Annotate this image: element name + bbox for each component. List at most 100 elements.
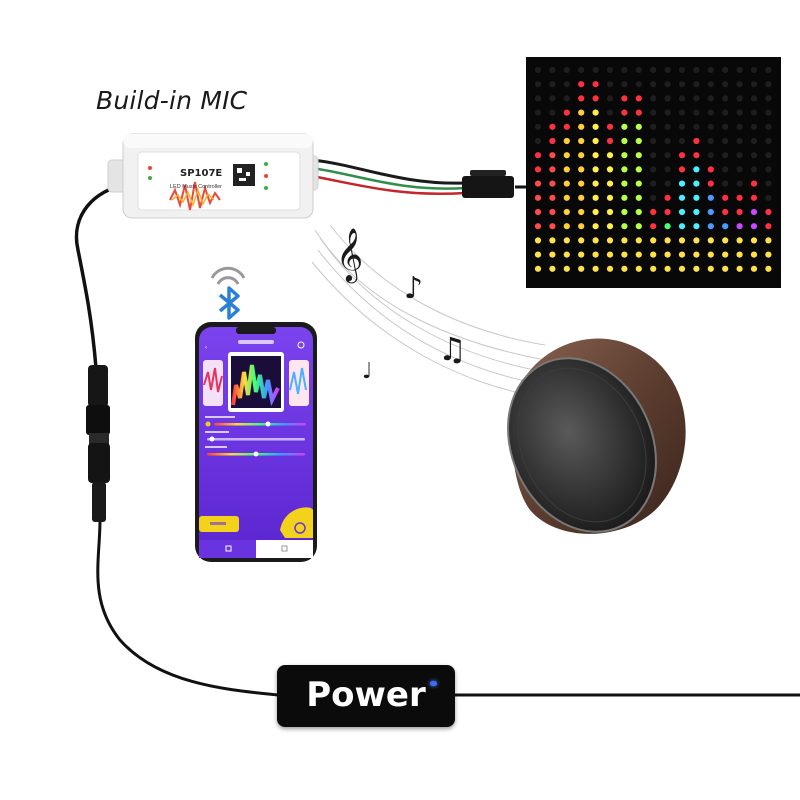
led-dot <box>549 152 556 159</box>
led-dot <box>592 208 599 216</box>
led-dot <box>664 123 671 130</box>
smartphone: ‹ <box>195 322 317 562</box>
led-dot <box>563 223 570 230</box>
led-dot <box>563 208 570 216</box>
led-dot <box>578 208 585 216</box>
led-dot <box>621 123 628 130</box>
led-dot <box>650 152 657 159</box>
led-dot <box>678 152 686 159</box>
led-dot <box>592 152 599 159</box>
led-dot <box>664 265 671 272</box>
led-dot <box>736 208 743 216</box>
led-dot <box>707 66 714 74</box>
led-dot <box>578 194 585 201</box>
led-dot <box>750 237 758 244</box>
led-dot <box>650 166 657 173</box>
led-dot <box>534 109 542 116</box>
led-dot <box>750 166 758 173</box>
led-dot <box>765 66 772 74</box>
led-dot <box>606 208 614 216</box>
led-dot <box>563 123 570 130</box>
led-dot <box>549 237 556 244</box>
led-dot <box>534 81 542 88</box>
led-dot <box>650 208 657 216</box>
led-dot <box>707 194 714 201</box>
led-dot <box>549 194 556 201</box>
led-dot <box>621 109 628 116</box>
led-dot <box>606 109 614 116</box>
led-dot <box>621 223 628 230</box>
led-dot <box>664 251 671 258</box>
led-dot <box>606 123 614 130</box>
led-dot <box>606 237 614 244</box>
led-dot <box>606 251 614 258</box>
led-dot <box>765 180 772 187</box>
led-dot <box>621 251 628 258</box>
led-dot <box>578 109 585 116</box>
led-connector <box>462 170 530 198</box>
svg-text:♩: ♩ <box>362 359 372 384</box>
controller-waveform <box>169 181 221 211</box>
led-dot <box>722 251 729 258</box>
led-dot <box>592 237 599 244</box>
led-dot <box>635 166 642 173</box>
led-dot <box>650 180 657 187</box>
led-dot <box>578 223 585 230</box>
led-dot <box>578 166 585 173</box>
led-dot <box>765 95 772 102</box>
led-dot <box>534 265 542 272</box>
led-dot <box>563 251 570 258</box>
led-dot <box>707 109 714 116</box>
led-dot <box>563 109 570 116</box>
led-dot <box>635 109 642 116</box>
power-supply-box: Power <box>277 665 455 727</box>
svg-text:‹: ‹ <box>205 345 207 351</box>
led-dot <box>578 137 585 145</box>
led-dot <box>722 95 729 102</box>
led-dot <box>678 123 686 130</box>
led-dot <box>736 180 743 187</box>
led-dot <box>606 95 614 102</box>
led-dot <box>693 166 700 173</box>
led-dot <box>549 223 556 230</box>
led-dot <box>678 194 686 201</box>
led-dot <box>635 251 642 258</box>
led-dot <box>650 237 657 244</box>
led-dot <box>722 66 729 74</box>
led-dot <box>650 66 657 74</box>
led-dot <box>664 166 671 173</box>
led-dot <box>736 194 743 201</box>
led-dot <box>549 109 556 116</box>
led-dot <box>578 66 585 74</box>
led-dot <box>549 95 556 102</box>
led-dot <box>664 180 671 187</box>
led-dot <box>722 123 729 130</box>
led-dot <box>722 208 729 216</box>
treble-clef-icon: 𝄞 <box>336 227 363 283</box>
led-dot <box>750 66 758 74</box>
led-dot <box>765 152 772 159</box>
led-dot <box>650 123 657 130</box>
sp107e-controller <box>107 133 319 219</box>
led-dot <box>534 180 542 187</box>
led-dot <box>707 137 714 145</box>
led-dot <box>750 137 758 145</box>
led-dot <box>578 123 585 130</box>
led-dot <box>549 137 556 145</box>
led-dot <box>563 81 570 88</box>
led-dot <box>736 223 743 230</box>
led-dot <box>635 66 642 74</box>
wooden-speaker <box>507 338 686 534</box>
led-dot <box>650 81 657 88</box>
led-dot <box>765 208 772 216</box>
led-dot <box>635 152 642 159</box>
led-dot <box>664 208 671 216</box>
led-dot <box>765 265 772 272</box>
led-dot <box>722 137 729 145</box>
led-dot <box>722 223 729 230</box>
app-sliders <box>205 416 306 457</box>
led-dot <box>650 109 657 116</box>
led-dot <box>750 95 758 102</box>
led-dot <box>578 81 585 88</box>
led-dot <box>606 152 614 159</box>
